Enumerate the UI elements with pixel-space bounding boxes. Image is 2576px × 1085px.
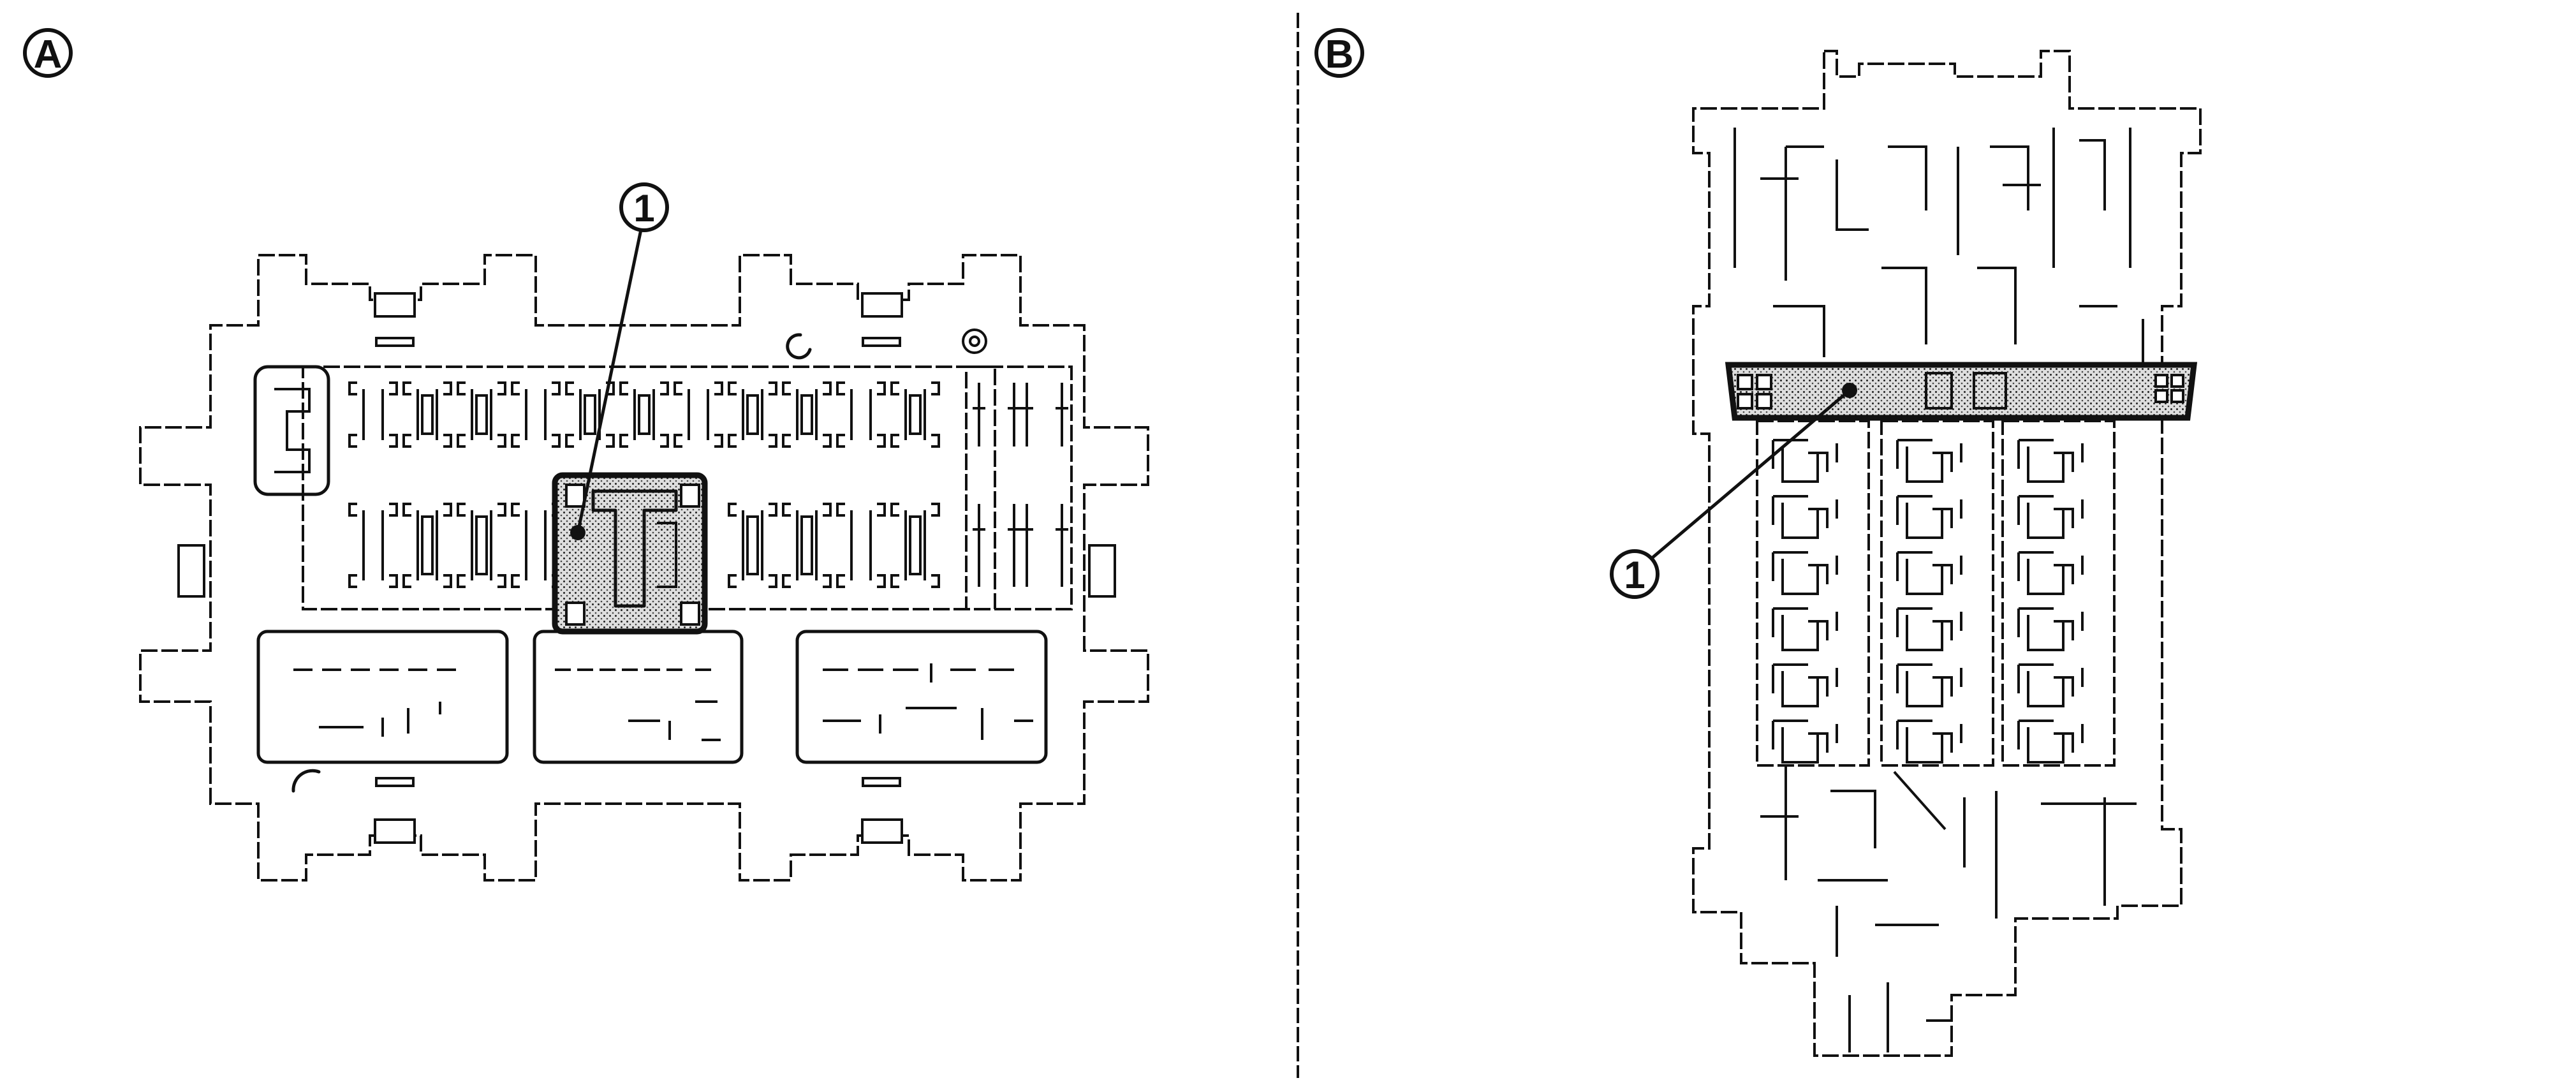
mini-fuse (2017, 720, 2084, 764)
mini-fuse (836, 503, 886, 588)
mini-fuse (1772, 551, 1838, 595)
clip-bottom-right (861, 818, 903, 844)
highlighted-part-1 (1725, 362, 2198, 421)
connector-right-pins (823, 663, 1033, 740)
panel-b-lower-detail (1760, 765, 2137, 1052)
mini-fuse (973, 504, 1020, 587)
hook-mark (786, 333, 812, 360)
callout-1-number: 1 (633, 187, 654, 230)
relay-left-contact (274, 388, 311, 473)
mini-fuse (457, 503, 506, 588)
screw-icon (962, 328, 987, 354)
panel-b-upper-detail (1733, 128, 2144, 370)
mini-fuse (402, 503, 452, 588)
panel-a-label: A (34, 33, 63, 77)
slot-top-right (862, 337, 901, 347)
callout-1-circle (1610, 549, 1660, 599)
callout-1-number: 1 (1624, 554, 1645, 596)
mini-fuse (1772, 663, 1838, 707)
callout-1-leader (576, 229, 643, 533)
mini-fuse (2017, 663, 2084, 707)
mini-fuse (890, 381, 940, 448)
slot-bottom-right (862, 777, 901, 787)
panel-a-housing (139, 254, 1149, 882)
mini-fuse (402, 381, 452, 448)
mini-fuse (1896, 720, 1962, 764)
mini-fuse (1896, 439, 1962, 483)
fuse-grid (348, 381, 1068, 588)
mini-fuse (1896, 495, 1962, 539)
mini-fuse (511, 381, 561, 448)
mini-fuse (2017, 495, 2084, 539)
panel-a-label-badge: A (23, 28, 73, 78)
screw-icon-center (969, 336, 980, 347)
fuse-columns (1756, 420, 2116, 767)
slot-top-left (375, 337, 415, 347)
corner-hook (291, 769, 321, 793)
connector-center (533, 630, 744, 764)
mini-fuse (2017, 607, 2084, 651)
mini-fuse (1772, 607, 1838, 651)
mini-fuse (1772, 720, 1838, 764)
mini-fuse (1772, 495, 1838, 539)
clip-top-right (861, 292, 903, 318)
mini-fuse (782, 381, 832, 448)
fuse-column (2001, 420, 2116, 767)
connector-center-pins (555, 668, 721, 741)
panel-b-label: B (1325, 33, 1354, 77)
callout-1-leader (1651, 389, 1851, 559)
relay-left (253, 365, 330, 496)
mini-fuse (1896, 607, 1962, 651)
mini-fuse (1896, 663, 1962, 707)
mini-fuse (457, 381, 506, 448)
mini-fuse (1020, 383, 1068, 447)
mini-fuse (728, 503, 777, 588)
fuse-column (1880, 420, 1994, 767)
latch-left (177, 544, 205, 598)
latch-right (1088, 544, 1116, 598)
mini-fuse (782, 503, 832, 588)
mini-fuse (2017, 551, 2084, 595)
panel-b-label-badge: B (1314, 28, 1364, 78)
connector-left (256, 630, 509, 764)
connector-right (795, 630, 1048, 764)
mini-fuse (673, 381, 723, 448)
fuse-area-right (965, 365, 1073, 610)
mini-fuse (619, 381, 669, 448)
mini-fuse (728, 381, 777, 448)
mini-fuse (348, 503, 398, 588)
mini-fuse (1896, 551, 1962, 595)
connector-left-pins (293, 668, 456, 737)
clip-top-left (374, 292, 416, 318)
mini-fuse (890, 503, 940, 588)
slot-bottom-left (375, 777, 415, 787)
mini-fuse (565, 381, 615, 448)
mini-fuse (2017, 439, 2084, 483)
clip-bottom-left (374, 818, 416, 844)
mini-fuse (348, 381, 398, 448)
panel-b: B 1 (1314, 28, 2202, 1057)
callout-1-circle (619, 182, 669, 232)
mini-fuse (973, 383, 1020, 447)
mini-fuse (836, 381, 886, 448)
panel-a: A (23, 28, 1149, 882)
panel-b-housing (1692, 50, 2202, 1057)
highlighted-part-1 (552, 472, 708, 635)
mini-fuse (1020, 504, 1068, 587)
